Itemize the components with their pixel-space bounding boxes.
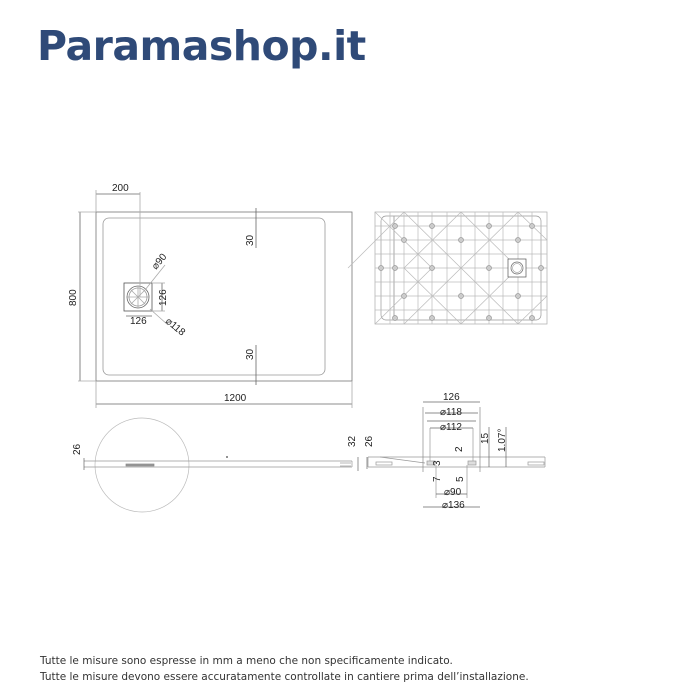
dim-section-depth-15: 15 [480,432,491,444]
dim-drain-d90: ⌀90 [150,251,170,272]
dim-drain-width: 126 [130,316,147,327]
dim-section-d112: ⌀112 [440,422,462,433]
dim-section-7: 7 [432,476,443,482]
dim-drain-height: 126 [158,289,169,306]
dim-margin-top: 30 [245,234,256,246]
dim-section-d118: ⌀118 [440,407,462,418]
dim-drain-offset: 200 [112,183,129,194]
note-measurements-check: Tutte le misure devono essere accuratame… [40,671,529,683]
dim-height: 800 [68,289,79,306]
dim-section-3: 3 [432,460,443,466]
plan-view [78,190,353,408]
dim-section-total-height: 32 [347,435,358,447]
dim-section-slope-2: 2 [454,446,465,452]
dim-section-drain-width: 126 [443,392,460,403]
section-view [340,401,546,508]
note-measurements-unit: Tutte le misure sono espresse in mm a me… [40,655,453,667]
dim-margin-bottom: 30 [245,348,256,360]
dim-section-slope: 1.07° [497,429,508,452]
brand-logo[interactable]: Paramashop.it [37,22,366,70]
dim-width: 1200 [224,393,247,404]
dim-drain-d118: ⌀118 [163,316,187,339]
dim-section-d90: ⌀90 [444,487,462,498]
dim-section-d136: ⌀136 [442,500,465,511]
dim-section-5: 5 [455,476,466,482]
dim-side-thickness: 26 [72,443,83,455]
dim-section-tray-height: 26 [364,435,375,447]
underside-view [347,211,548,325]
side-view [83,417,353,513]
